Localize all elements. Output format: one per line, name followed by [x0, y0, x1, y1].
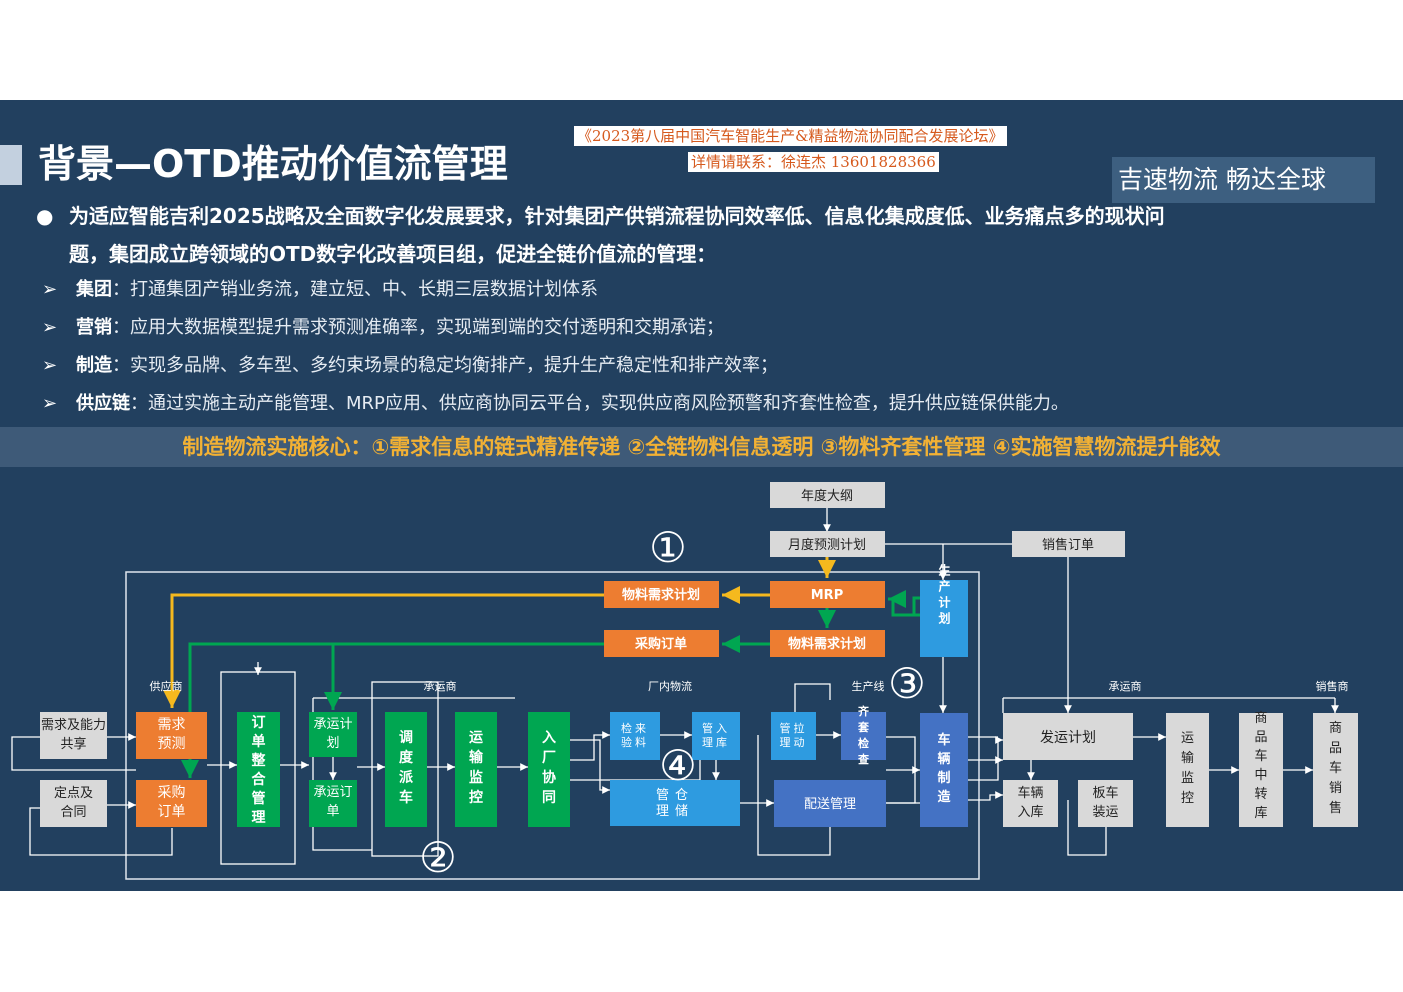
order-mgmt-box — [237, 712, 280, 827]
fixed-point-box — [40, 780, 107, 827]
warehouse-box — [610, 780, 740, 826]
arrow-bullet-icon: ➢ — [42, 279, 58, 300]
forecast-box — [136, 712, 207, 759]
pull-box — [771, 712, 816, 760]
sales-box — [1313, 713, 1358, 827]
purchase-order-label-top: 采购订单 — [634, 636, 687, 652]
ship-plan-box — [1003, 713, 1133, 760]
veh-in-box — [1003, 780, 1058, 827]
point-manufacturing: ➢制造：实现多品牌、多车型、多约束场景的稳定均衡排产，提升生产稳定性和排产效率； — [42, 353, 778, 379]
dispatch-box — [385, 712, 427, 827]
top-planning-boxes: 年度大纲 月度预测计划 销售订单 MRP 物料需求计划 物料需求计划 采购订单 … — [604, 482, 1125, 657]
sales-order-label: 销售订单 — [1042, 537, 1094, 553]
kit-box — [841, 712, 886, 760]
board-box — [1078, 780, 1133, 827]
delivery-label: 配送管理 — [804, 797, 856, 812]
process-boxes: 需求及能力共享 定点及合同 需求预测 采购订单 订单整合管理 承运计划 承运订单… — [40, 705, 1358, 827]
dispatch-label: 调度派车 — [399, 730, 413, 806]
monitor-label: 运输监控 — [469, 730, 483, 806]
veh-in-label: 车辆入库 — [1017, 786, 1044, 820]
yellow-demand-flow — [163, 557, 836, 708]
intro-line-1: 为适应智能吉利2025战略及全面数字化发展要求，针对集团产供销流程协同效率低、信… — [69, 204, 1165, 228]
production-plan-box — [920, 580, 968, 657]
marker-2: ② — [419, 833, 457, 882]
entry-box — [528, 712, 570, 827]
inspect-label: 检来验料 — [621, 722, 649, 749]
vehicle-mfg-label: 车辆制造 — [937, 733, 951, 805]
core-statement: 制造物流实施核心：①需求信息的链式精准传递 ②全链物料信息透明 ③物料齐套性管理… — [182, 435, 1221, 459]
trans-order-label: 承运订单 — [313, 785, 353, 819]
arrow-bullet-icon: ➢ — [42, 355, 58, 376]
forum-watermark-line1: 《2023第八届中国汽车智能生产&精益物流协同配合发展论坛》 — [574, 126, 1007, 146]
demand-share-label: 需求及能力共享 — [40, 718, 106, 752]
warehouse-label: 管仓理储 — [655, 788, 694, 819]
section-carrier-2: 承运商 — [1109, 679, 1142, 693]
marker-3: ③ — [888, 659, 926, 708]
vehicle-mfg-box — [920, 713, 968, 827]
point-marketing: ➢营销：应用大数据模型提升需求预测准确率，实现端到端的交付透明和交期承诺； — [42, 315, 724, 341]
trans-plan-label: 承运计划 — [313, 717, 353, 751]
intro-line-2: 题，集团成立跨领域的OTD数字化改善项目组，促进全链价值流的管理： — [69, 242, 717, 266]
order-mgmt-label: 订单整合管理 — [251, 715, 266, 826]
slogan-box: 吉速物流 畅达全球 — [1112, 157, 1375, 203]
material-plan-box-left — [604, 581, 719, 608]
entry-label: 入厂协同 — [542, 730, 556, 806]
pull-label: 管拉理动 — [779, 722, 808, 749]
trans-plan-box — [309, 712, 357, 757]
arrow-bullet-icon: ➢ — [42, 393, 58, 414]
delivery-box — [774, 780, 886, 827]
mrp-box — [770, 581, 885, 608]
process-frame — [125, 571, 980, 880]
bullet-dot: ● — [36, 204, 54, 228]
monitor2-label: 运输监控 — [1180, 731, 1194, 806]
section-carrier-1: 承运商 — [424, 679, 457, 693]
ship-plan-label: 发运计划 — [1040, 730, 1096, 746]
purchase-box — [136, 780, 207, 827]
point-supply-chain: ➢供应链：通过实施主动产能管理、MRP应用、供应商协同云平台，实现供应商风险预警… — [42, 391, 1069, 417]
section-inplant: 厂内物流 — [648, 679, 692, 693]
monitor-box — [455, 712, 497, 827]
material-plan-box-right — [770, 630, 885, 657]
marker-1: ① — [649, 523, 687, 572]
point-group: ➢集团：打通集团产销业务流，建立短、中、长期三层数据计划体系 — [42, 277, 598, 303]
forum-watermark-line2: 详情请联系：徐连杰 13601828366 — [688, 152, 939, 172]
production-plan-label: 生产计划 — [937, 563, 951, 628]
sales-order-box — [1012, 531, 1125, 557]
kit-label: 齐套检查 — [858, 705, 869, 766]
forecast-label: 需求预测 — [157, 717, 186, 752]
inspect-box — [610, 712, 660, 760]
board-label: 板车装运 — [1092, 786, 1119, 820]
section-line: 生产线 — [852, 679, 885, 693]
arrow-bullet-icon: ➢ — [42, 317, 58, 338]
marker-4: ④ — [659, 741, 697, 790]
core-banner — [0, 427, 1403, 467]
purchase-label: 采购订单 — [157, 785, 186, 820]
annual-outline-box — [770, 482, 885, 508]
section-dealer: 销售商 — [1316, 679, 1349, 693]
annual-outline-label: 年度大纲 — [801, 488, 853, 504]
store-box — [692, 712, 740, 760]
monthly-forecast-label: 月度预测计划 — [788, 537, 866, 553]
page-title: 背景—OTD推动价值流管理 — [38, 142, 508, 186]
white-connectors — [11, 508, 1339, 865]
mrp-label: MRP — [811, 588, 843, 603]
purchase-order-box-top — [604, 630, 719, 657]
transfer-label: 商品车中转库 — [1254, 711, 1268, 821]
material-plan-label-right: 物料需求计划 — [788, 636, 866, 652]
trans-order-box — [309, 780, 357, 827]
sales-label: 商品车销售 — [1328, 721, 1342, 816]
transfer-box — [1239, 713, 1283, 827]
section-labels: 供应商 承运商 厂内物流 生产线 承运商 销售商 — [150, 679, 1349, 693]
material-plan-label-left: 物料需求计划 — [622, 587, 700, 603]
title-accent-bar — [0, 145, 22, 185]
monitor2-box — [1166, 713, 1209, 827]
fixed-point-label: 定点及合同 — [53, 786, 93, 820]
circled-markers: ① ② ③ ④ — [419, 523, 926, 882]
demand-share-box — [40, 712, 107, 759]
store-label: 管入理库 — [702, 722, 730, 749]
monthly-forecast-box — [770, 531, 885, 557]
section-supplier: 供应商 — [150, 679, 183, 693]
